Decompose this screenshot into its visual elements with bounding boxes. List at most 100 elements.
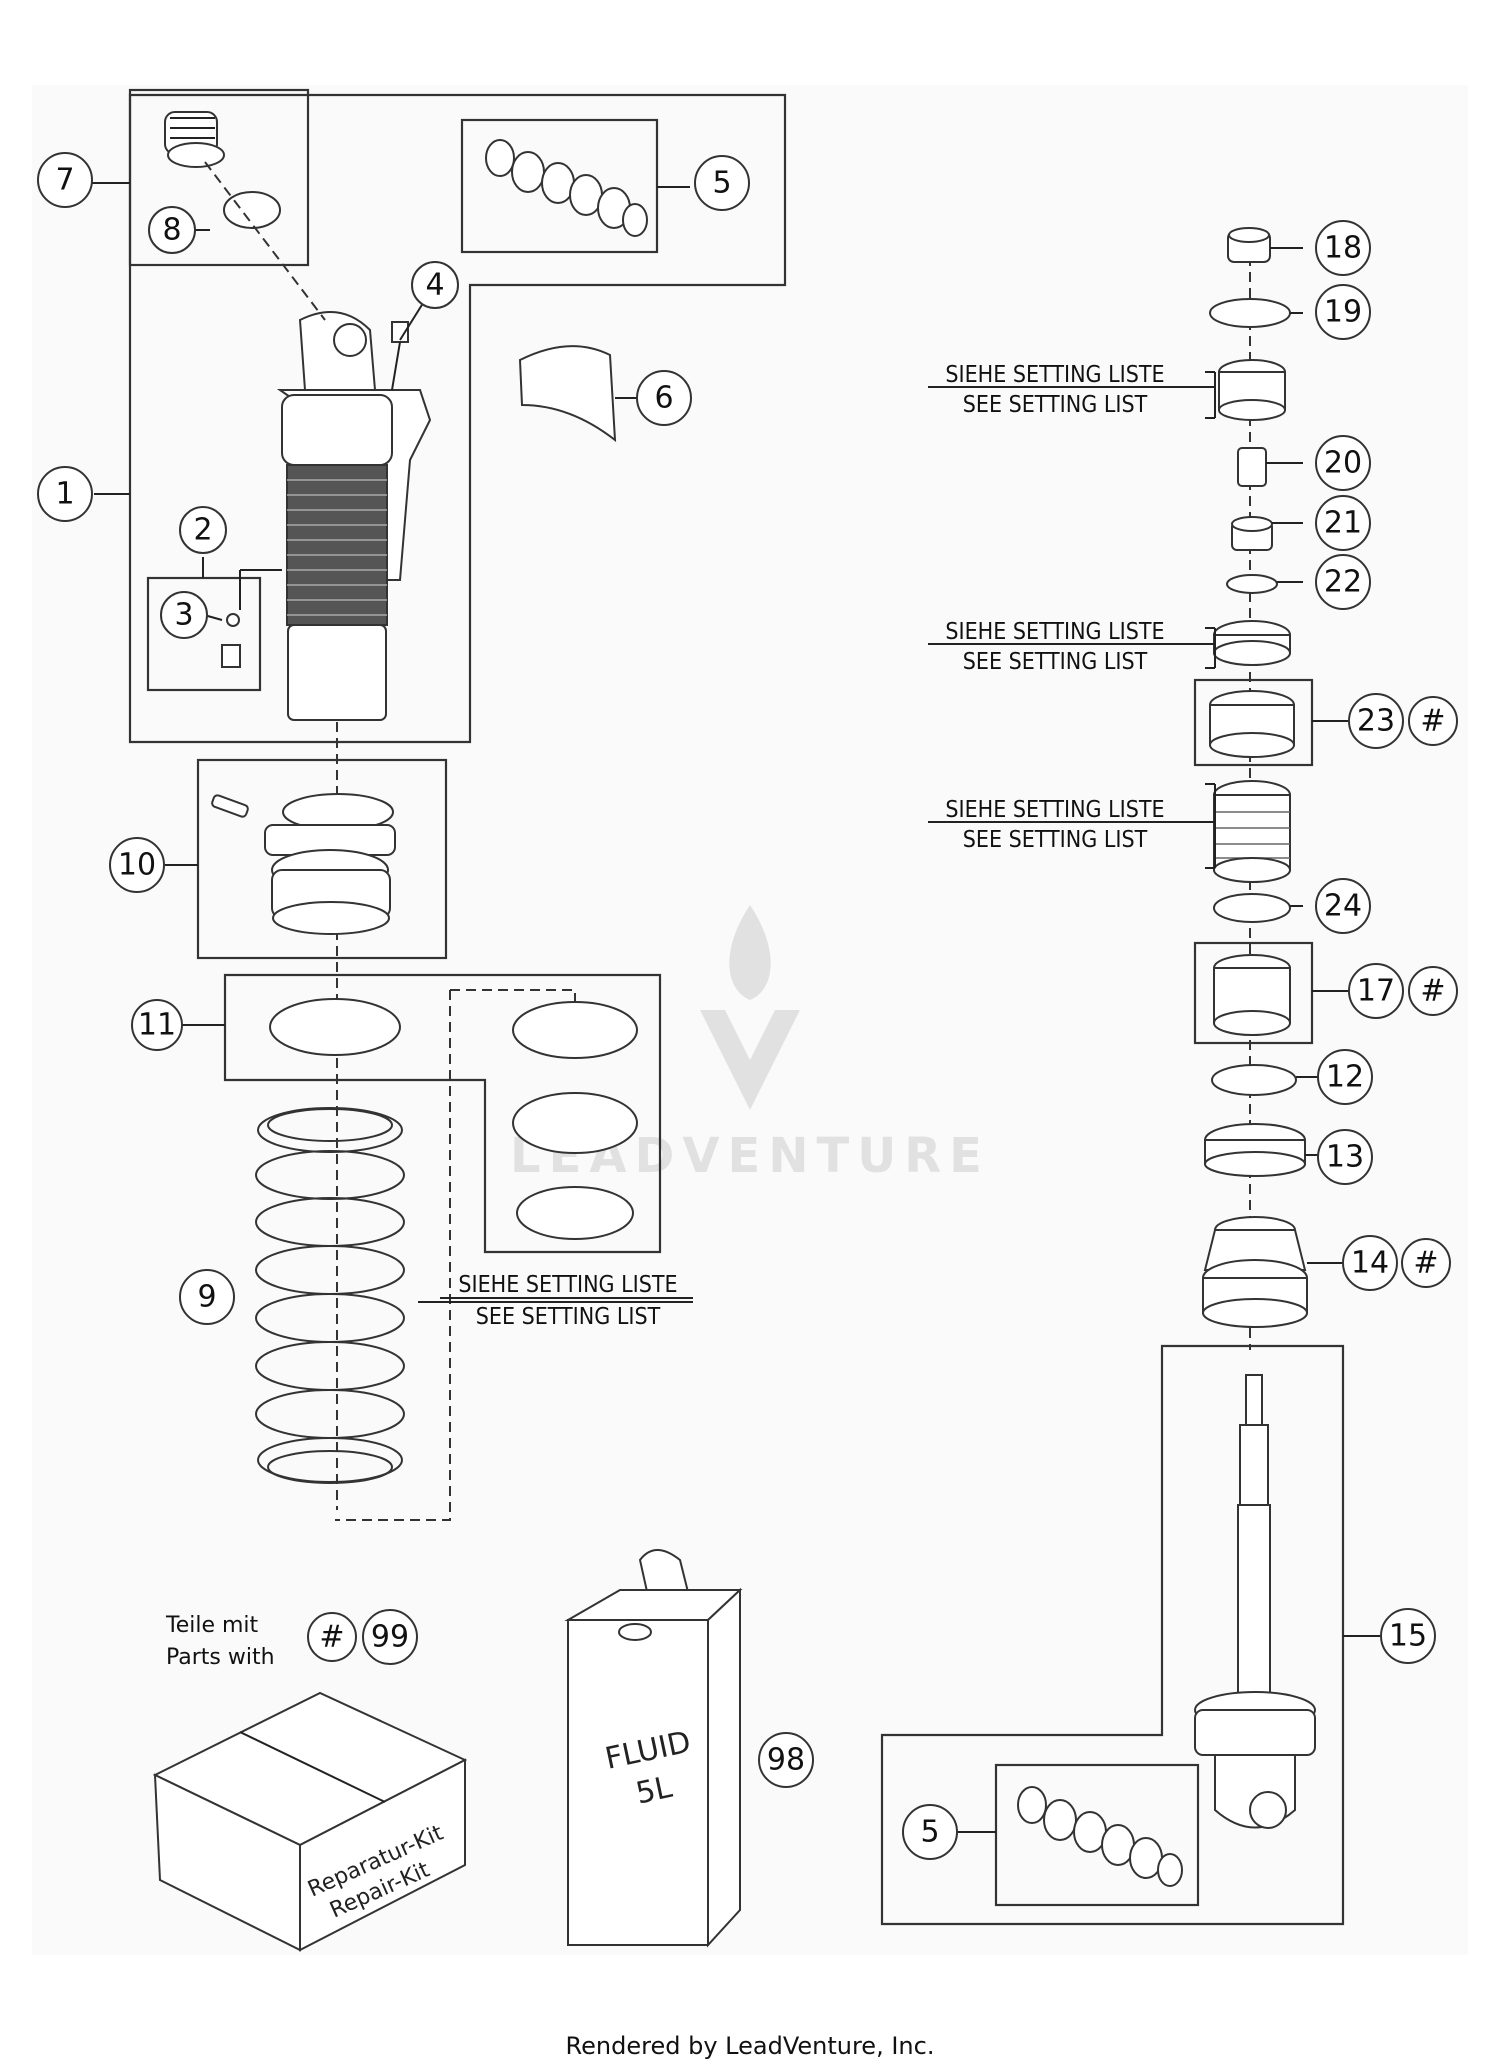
legend-en: Parts with: [166, 1645, 275, 1670]
svg-text:#: #: [319, 1620, 344, 1655]
footer-credit: Rendered by LeadVenture, Inc.: [565, 2032, 935, 2060]
callout-13: 13: [1317, 1129, 1373, 1185]
setting-note-3: SIEHE SETTING LISTE SEE SETTING LIST: [928, 783, 1216, 869]
spring-note-en: SEE SETTING LIST: [476, 1304, 661, 1330]
fluid-label-2: 5L: [633, 1770, 676, 1812]
spacer-part-20: [1237, 447, 1267, 487]
spring-note-de: SIEHE SETTING LISTE: [458, 1272, 677, 1298]
svg-text:#: #: [1420, 704, 1445, 739]
piston-part-23: [1209, 690, 1295, 758]
svg-text:5: 5: [920, 1815, 939, 1850]
callout-19: 19: [1315, 284, 1371, 340]
svg-text:11: 11: [138, 1008, 176, 1043]
setting-note-1-de: SIEHE SETTING LISTE: [945, 362, 1164, 388]
callout-1: 1: [37, 466, 93, 522]
callout-11: 11: [131, 999, 183, 1051]
repair-kit-part: Reparatur-Kit Repair-Kit: [152, 1691, 468, 1952]
svg-text:17: 17: [1357, 974, 1395, 1009]
seal-kit-part-bottom: [1017, 1786, 1183, 1887]
callout-5-top: 5: [694, 155, 750, 211]
sticker-part: [518, 345, 617, 443]
reservoir-cap-box: [128, 88, 310, 267]
shock-absorber-body: [276, 311, 432, 721]
svg-text:7: 7: [55, 163, 74, 198]
piston-rod-frame: [880, 1344, 1345, 1926]
svg-text:1: 1: [55, 477, 74, 512]
setting-note-2-de: SIEHE SETTING LISTE: [945, 619, 1164, 645]
seal-kit-part-top: [485, 139, 648, 237]
svg-text:15: 15: [1389, 1619, 1427, 1654]
setting-note-3-en: SEE SETTING LIST: [963, 827, 1148, 853]
callout-98: 98: [758, 1732, 814, 1788]
svg-text:21: 21: [1324, 506, 1362, 541]
svg-text:9: 9: [197, 1280, 216, 1315]
dash-cap: [204, 161, 326, 321]
washer-part-24: [1213, 893, 1291, 923]
svg-text:10: 10: [118, 848, 156, 883]
seal-head-part-13: [1204, 1123, 1306, 1177]
callout-23: 23: [1348, 693, 1404, 749]
shim-stack-2: [1213, 620, 1291, 666]
svg-text:20: 20: [1324, 446, 1362, 481]
circlip-part-12: [1211, 1064, 1297, 1096]
callout-14: 14: [1342, 1235, 1398, 1291]
callout-17: 17: [1348, 963, 1404, 1019]
reservoir-cap-part: [164, 111, 225, 168]
dash-ring-a: [450, 989, 576, 1005]
setting-note-1-en: SEE SETTING LIST: [963, 392, 1148, 418]
svg-text:2: 2: [193, 513, 212, 548]
spacer-ring-4: [516, 1186, 634, 1240]
seal-kit-box-bottom: [994, 1763, 1200, 1907]
svg-text:22: 22: [1324, 565, 1362, 600]
callout-9: 9: [179, 1269, 235, 1325]
callout-7: 7: [37, 152, 93, 208]
callout-99: 99: [362, 1609, 418, 1665]
callout-6: 6: [636, 370, 692, 426]
callout-23-hash: #: [1408, 696, 1458, 746]
bleed-screw-part: [221, 613, 241, 668]
oring-part: [223, 191, 281, 229]
svg-text:98: 98: [767, 1743, 805, 1778]
spacer-ring-1: [269, 998, 401, 1056]
washer-part-22: [1226, 574, 1278, 594]
callout-21: 21: [1315, 495, 1371, 551]
callout-4: 4: [411, 261, 459, 309]
callout-14-hash: #: [1401, 1238, 1451, 1288]
spacer-rings-box: [223, 973, 662, 1254]
svg-text:13: 13: [1326, 1140, 1364, 1175]
callout-8: 8: [148, 206, 196, 254]
svg-text:12: 12: [1326, 1060, 1364, 1095]
preload-adjuster-part: [211, 793, 396, 935]
setting-note-3-de: SIEHE SETTING LISTE: [945, 797, 1164, 823]
leader-lines: [92, 182, 1380, 1833]
dash-ring-b: [335, 990, 451, 1521]
shim-stack-1: [1218, 359, 1286, 421]
legend-de: Teile mit: [165, 1613, 259, 1638]
callout-17-hash: #: [1408, 966, 1458, 1016]
callout-22: 22: [1315, 554, 1371, 610]
svg-text:6: 6: [654, 381, 673, 416]
setting-note-2-en: SEE SETTING LIST: [963, 649, 1148, 675]
callout-24: 24: [1315, 878, 1371, 934]
svg-text:19: 19: [1324, 295, 1362, 330]
preload-adjuster-box: [196, 758, 448, 960]
washer-part-19: [1209, 298, 1291, 328]
callout-12: 12: [1317, 1049, 1373, 1105]
callout-2: 2: [179, 506, 227, 554]
callout-10: 10: [109, 837, 165, 893]
bump-stop-part-14: [1202, 1216, 1308, 1328]
svg-text:99: 99: [371, 1620, 409, 1655]
svg-text:4: 4: [425, 268, 444, 303]
setting-note-2: SIEHE SETTING LISTE SEE SETTING LIST: [928, 619, 1216, 675]
svg-text:#: #: [1413, 1246, 1438, 1281]
setting-note-1: SIEHE SETTING LISTE SEE SETTING LIST: [928, 362, 1216, 419]
callout-20: 20: [1315, 435, 1371, 491]
svg-text:14: 14: [1351, 1246, 1389, 1281]
piston-box-23: [1193, 678, 1314, 767]
callout-3: 3: [160, 591, 208, 639]
spacer-ring-3: [512, 1092, 638, 1154]
spacer-ring-2: [512, 1001, 638, 1059]
callout-legend-hash: #: [307, 1612, 357, 1662]
svg-text:24: 24: [1324, 889, 1362, 924]
